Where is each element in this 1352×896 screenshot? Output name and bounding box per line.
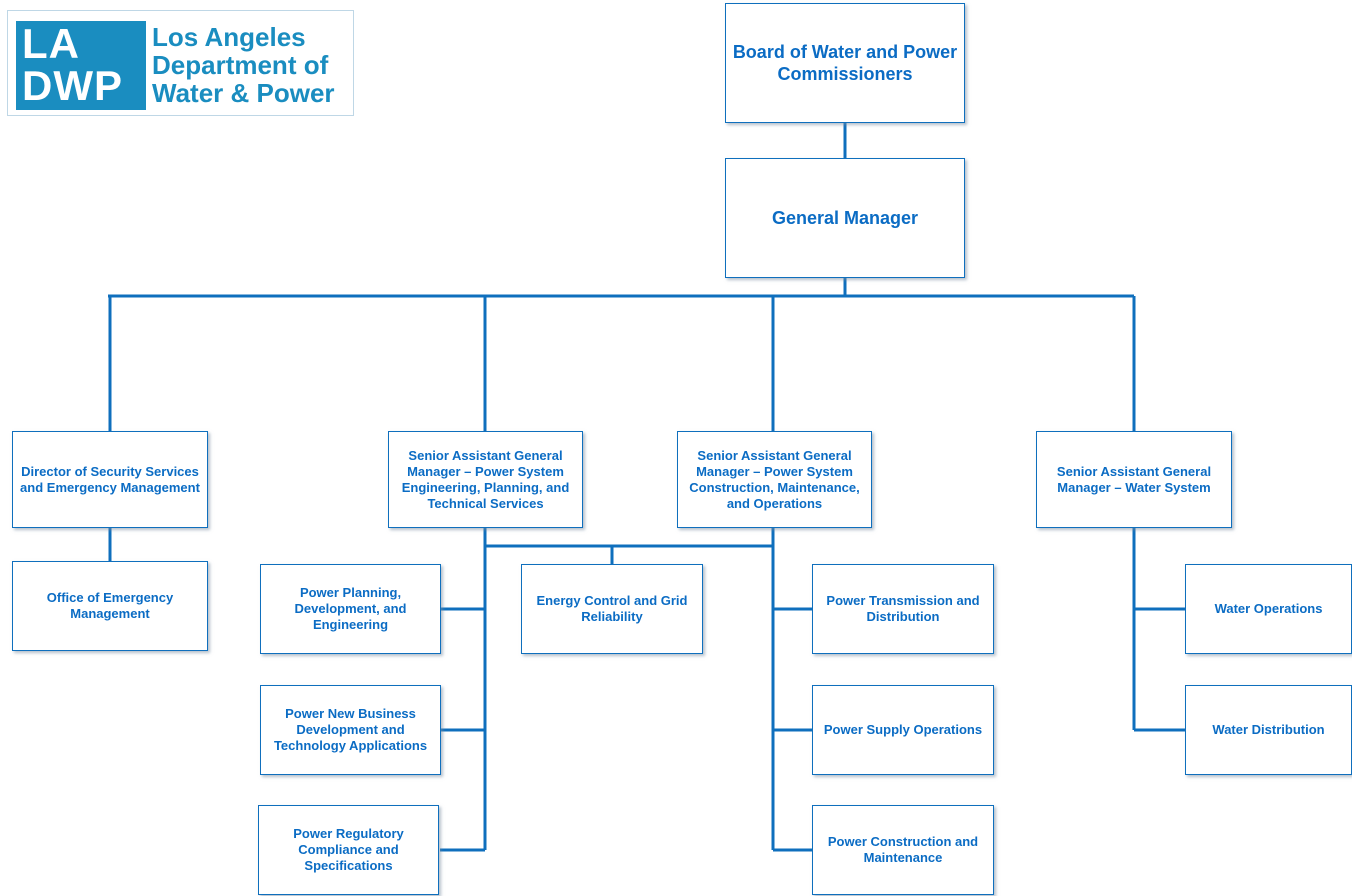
node-sagm-power-operations: Senior Assistant General Manager – Power… (677, 431, 872, 528)
node-office-emergency-management: Office of Emergency Management (12, 561, 208, 651)
logo-mark-dwp: DWP (22, 62, 123, 109)
ladwp-logo-mark: LA DWP (16, 21, 146, 110)
logo-text-line-1: Los Angeles (152, 22, 306, 52)
node-power-supply: Power Supply Operations (812, 685, 994, 775)
node-water-distribution: Water Distribution (1185, 685, 1352, 775)
logo-text-line-2: Department of (152, 50, 329, 80)
node-general-manager: General Manager (725, 158, 965, 278)
ladwp-logo: LA DWP Los Angeles Department of Water &… (7, 10, 354, 116)
node-power-construction: Power Construction and Maintenance (812, 805, 994, 895)
node-energy-control: Energy Control and Grid Reliability (521, 564, 703, 654)
node-power-transmission: Power Transmission and Distribution (812, 564, 994, 654)
logo-wordmark: Los Angeles Department of Water & Power (152, 23, 335, 107)
node-power-planning: Power Planning, Development, and Enginee… (260, 564, 441, 654)
node-sagm-water-system: Senior Assistant General Manager – Water… (1036, 431, 1232, 528)
logo-text-line-3: Water & Power (152, 78, 335, 108)
node-water-operations: Water Operations (1185, 564, 1352, 654)
node-sagm-power-engineering: Senior Assistant General Manager – Power… (388, 431, 583, 528)
node-power-regulatory: Power Regulatory Compliance and Specific… (258, 805, 439, 895)
node-power-new-business: Power New Business Development and Techn… (260, 685, 441, 775)
node-director-security: Director of Security Services and Emerge… (12, 431, 208, 528)
node-board-commissioners: Board of Water and Power Commissioners (725, 3, 965, 123)
logo-mark-la: LA (22, 20, 80, 67)
